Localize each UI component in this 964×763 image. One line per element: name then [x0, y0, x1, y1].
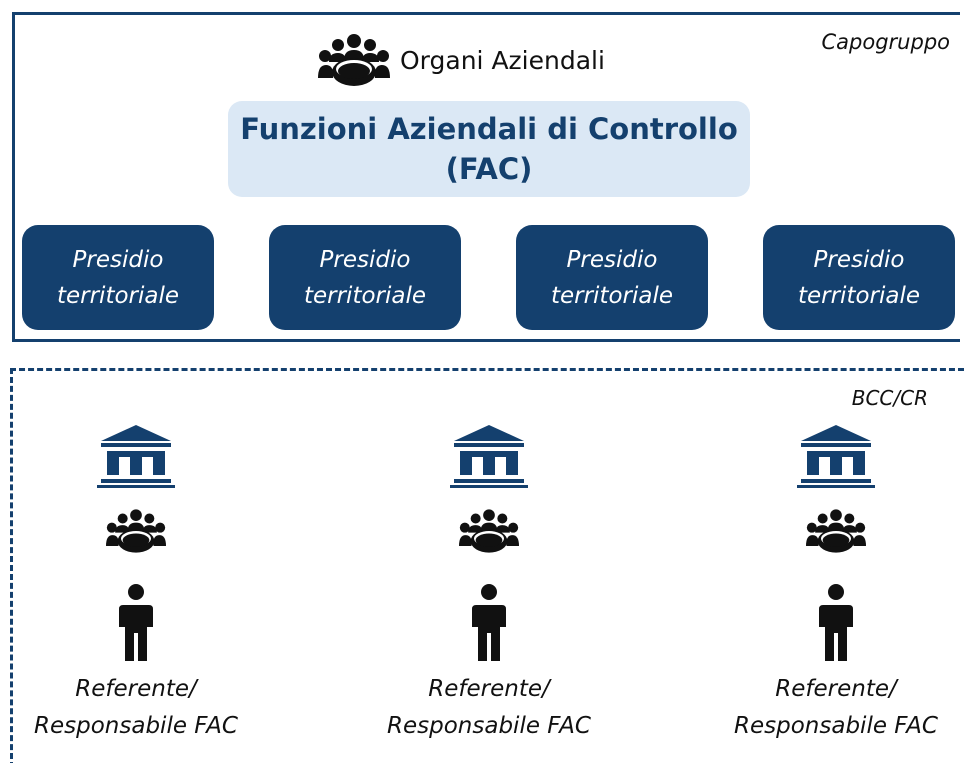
presidio-box-4: Presidio territoriale	[763, 225, 955, 330]
bank-building-icon	[797, 425, 875, 489]
referente-line2: Responsabile FAC	[734, 713, 938, 739]
meeting-group-icon	[459, 507, 519, 555]
fac-box: Funzioni Aziendali di Controllo (FAC)	[228, 101, 750, 197]
person-icon	[119, 583, 153, 661]
bcc-label: BCC/CR	[851, 386, 928, 410]
presidio-line1: Presidio	[72, 246, 164, 273]
person-icon	[472, 583, 506, 661]
meeting-group-icon	[806, 507, 866, 555]
organi-aziendali-label: Organi Aziendali	[400, 45, 605, 75]
referente-label: Referente/ Responsabile FAC	[34, 671, 238, 745]
bcc-frame	[10, 368, 964, 763]
bank-column-2: Referente/ Responsabile FAC	[364, 425, 614, 745]
bank-column-3: Referente/ Responsabile FAC	[711, 425, 961, 745]
referente-line2: Responsabile FAC	[34, 713, 238, 739]
referente-label: Referente/ Responsabile FAC	[387, 671, 591, 745]
presidio-line1: Presidio	[319, 246, 411, 273]
presidio-line2: territoriale	[550, 282, 674, 309]
presidio-box-1: Presidio territoriale	[22, 225, 214, 330]
presidio-box-2: Presidio territoriale	[269, 225, 461, 330]
referente-line1: Referente/	[75, 676, 197, 702]
presidio-line2: territoriale	[303, 282, 427, 309]
bank-building-icon	[450, 425, 528, 489]
presidio-line1: Presidio	[566, 246, 658, 273]
referente-line1: Referente/	[775, 676, 897, 702]
meeting-group-icon	[106, 507, 166, 555]
capogruppo-label: Capogruppo	[821, 30, 951, 54]
presidio-box-3: Presidio territoriale	[516, 225, 708, 330]
bank-column-1: Referente/ Responsabile FAC	[11, 425, 261, 745]
referente-line2: Responsabile FAC	[387, 713, 591, 739]
meeting-group-icon	[318, 32, 390, 88]
presidio-line2: territoriale	[797, 282, 921, 309]
bank-building-icon	[97, 425, 175, 489]
fac-title: Funzioni Aziendali di Controllo	[240, 112, 738, 146]
capogruppo-frame	[12, 12, 960, 342]
referente-line1: Referente/	[428, 676, 550, 702]
organi-aziendali: Organi Aziendali	[318, 32, 605, 88]
fac-abbrev: (FAC)	[445, 152, 533, 186]
presidio-line2: territoriale	[56, 282, 180, 309]
person-icon	[819, 583, 853, 661]
referente-label: Referente/ Responsabile FAC	[734, 671, 938, 745]
presidio-line1: Presidio	[813, 246, 905, 273]
